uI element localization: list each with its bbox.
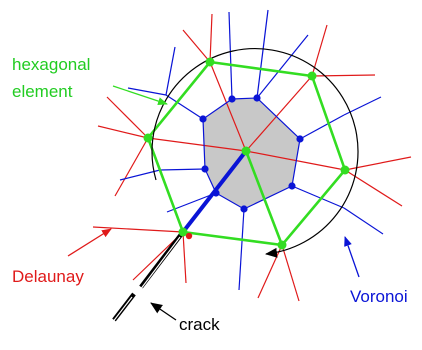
hexagon-nodes xyxy=(143,57,350,250)
voronoi-cell-shaded xyxy=(203,98,300,209)
crack-line xyxy=(111,149,248,324)
label-hexagonal: hexagonal xyxy=(12,55,90,74)
voronoi-vertices xyxy=(199,94,304,213)
voronoi-arrow xyxy=(344,236,360,278)
hexagonal-arrow xyxy=(112,85,168,105)
delaunay-arrow xyxy=(67,228,112,257)
crack-arrow xyxy=(150,302,177,321)
label-voronoi: Voronoi xyxy=(350,287,408,306)
crack-tip-node xyxy=(185,232,193,240)
label-crack: crack xyxy=(179,315,220,334)
label-delaunay: Delaunay xyxy=(12,267,84,286)
label-element: element xyxy=(12,82,73,101)
